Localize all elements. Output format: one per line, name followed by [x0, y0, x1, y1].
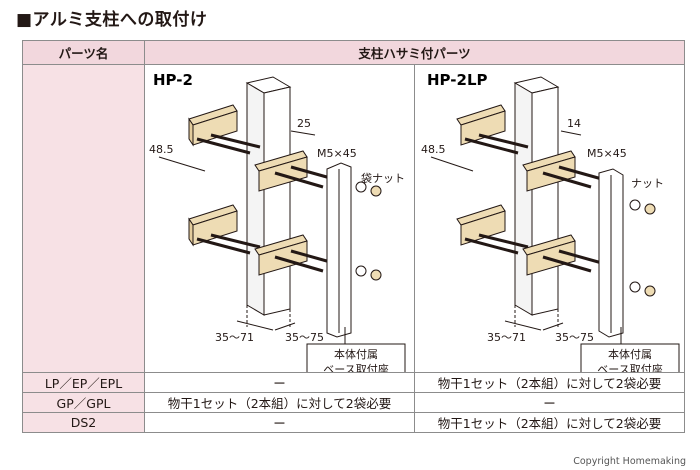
- hp2lp-bolt-label: M5×45: [587, 147, 627, 160]
- hp2lp-nut-label: ナット: [631, 177, 664, 190]
- hp2lp-post-side: [514, 82, 533, 316]
- hp2-nut-2: [370, 185, 382, 197]
- hp2lp-post-front: [531, 86, 559, 316]
- hp2lp-dim-side: 48.5: [421, 143, 446, 156]
- hp2-nut-4: [370, 269, 382, 281]
- hp2lp-dim-top: 14: [567, 117, 581, 130]
- hp2lp-dim-top-line: [560, 130, 582, 136]
- row-gp-hp2-value: 物干1セット（2本組）に対して2袋必要: [144, 392, 415, 413]
- hp2lp-back-bracket-upper: [456, 104, 529, 155]
- row-gp-hp2lp-value: ー: [413, 392, 686, 413]
- diagram-row-label: [22, 64, 145, 373]
- hp2lp-span-arrow-left: [504, 320, 542, 331]
- hp2-bolt-label: M5×45: [317, 147, 357, 160]
- hp2-model-label: HP-2: [153, 71, 193, 89]
- row-ds2-hp2lp-value: 物干1セット（2本組）に対して2袋必要: [413, 412, 686, 433]
- row-label-ds2: DS2: [22, 412, 145, 433]
- copyright-text: Copyright Homemaking: [573, 456, 686, 467]
- page-title: ■アルミ支柱への取付け: [16, 10, 208, 30]
- hp2-nut-3: [355, 265, 367, 277]
- hp2-callout-box: [306, 343, 406, 372]
- hp2lp-illustration: HP-2LP: [421, 71, 680, 372]
- diagram-hp2: HP-2: [144, 64, 415, 373]
- hp2lp-callout-box: [580, 343, 680, 372]
- hp2lp-nut-3: [629, 281, 641, 293]
- hp2-nut-label: 袋ナット: [361, 171, 405, 185]
- hp2lp-span-arrow-right: [542, 322, 564, 331]
- hp2lp-span-left: 35～71: [487, 331, 526, 344]
- hp2-callout-line2: ベース取付座: [323, 362, 388, 372]
- hp2-post-side: [246, 82, 265, 316]
- row-label-lp-ep-epl: LP／EP／EPL: [22, 372, 145, 393]
- hp2-front-bracket-upper: [254, 150, 342, 192]
- hp2-dim-top-line: [290, 130, 316, 136]
- row-label-gp-gpl: GP／GPL: [22, 392, 145, 413]
- header-parts-name: パーツ名: [22, 40, 145, 65]
- table-row: GP／GPL 物干1セット（2本組）に対して2袋必要 ー: [22, 392, 686, 413]
- hp2lp-callout-line1: 本体付属: [608, 347, 652, 361]
- hp2-dim-top: 25: [297, 117, 311, 130]
- hp2-span-arrow-right: [274, 322, 296, 331]
- diagram-row: HP-2: [22, 64, 686, 373]
- header-post-clamp-parts: 支柱ハサミ付パーツ: [143, 40, 686, 65]
- hp2-span-right: 35～75: [285, 331, 324, 344]
- hp2-span-left: 35～71: [215, 331, 254, 344]
- hp2lp-dim-side-line: [430, 156, 474, 172]
- hp2lp-span-right: 35～75: [555, 331, 594, 344]
- table-row: DS2 ー 物干1セット（2本組）に対して2袋必要: [22, 412, 686, 433]
- hp2lp-nut-4: [644, 285, 656, 297]
- row-lp-hp2lp-value: 物干1セット（2本組）に対して2袋必要: [413, 372, 686, 393]
- hp2-nut-1: [355, 181, 367, 193]
- table-header-row: パーツ名 支柱ハサミ付パーツ: [22, 40, 686, 65]
- hp2-back-bracket-upper: [188, 104, 261, 155]
- table-row: LP／EP／EPL ー 物干1セット（2本組）に対して2袋必要: [22, 372, 686, 393]
- hp2-illustration: HP-2: [149, 71, 406, 372]
- diagram-hp2lp: HP-2LP: [413, 64, 686, 373]
- row-lp-hp2-value: ー: [144, 372, 415, 393]
- hp2lp-callout-line2: ベース取付座: [597, 362, 662, 372]
- hp2-back-bracket-lower: [188, 204, 261, 255]
- hp2-dim-side: 48.5: [149, 143, 174, 156]
- spec-table: パーツ名 支柱ハサミ付パーツ HP-2: [22, 40, 686, 433]
- hp2lp-back-bracket-lower: [456, 204, 529, 255]
- hp2lp-model-label: HP-2LP: [427, 71, 488, 89]
- hp2-post-front: [263, 86, 291, 316]
- hp2-dim-side-line: [158, 156, 206, 172]
- hp2lp-nut-1: [629, 199, 641, 211]
- hp2-front-bracket-lower: [254, 234, 342, 276]
- hp2-callout-line1: 本体付属: [334, 347, 378, 361]
- hp2-span-arrow-left: [236, 320, 274, 331]
- hp2lp-nut-2: [644, 203, 656, 215]
- row-ds2-hp2-value: ー: [144, 412, 415, 433]
